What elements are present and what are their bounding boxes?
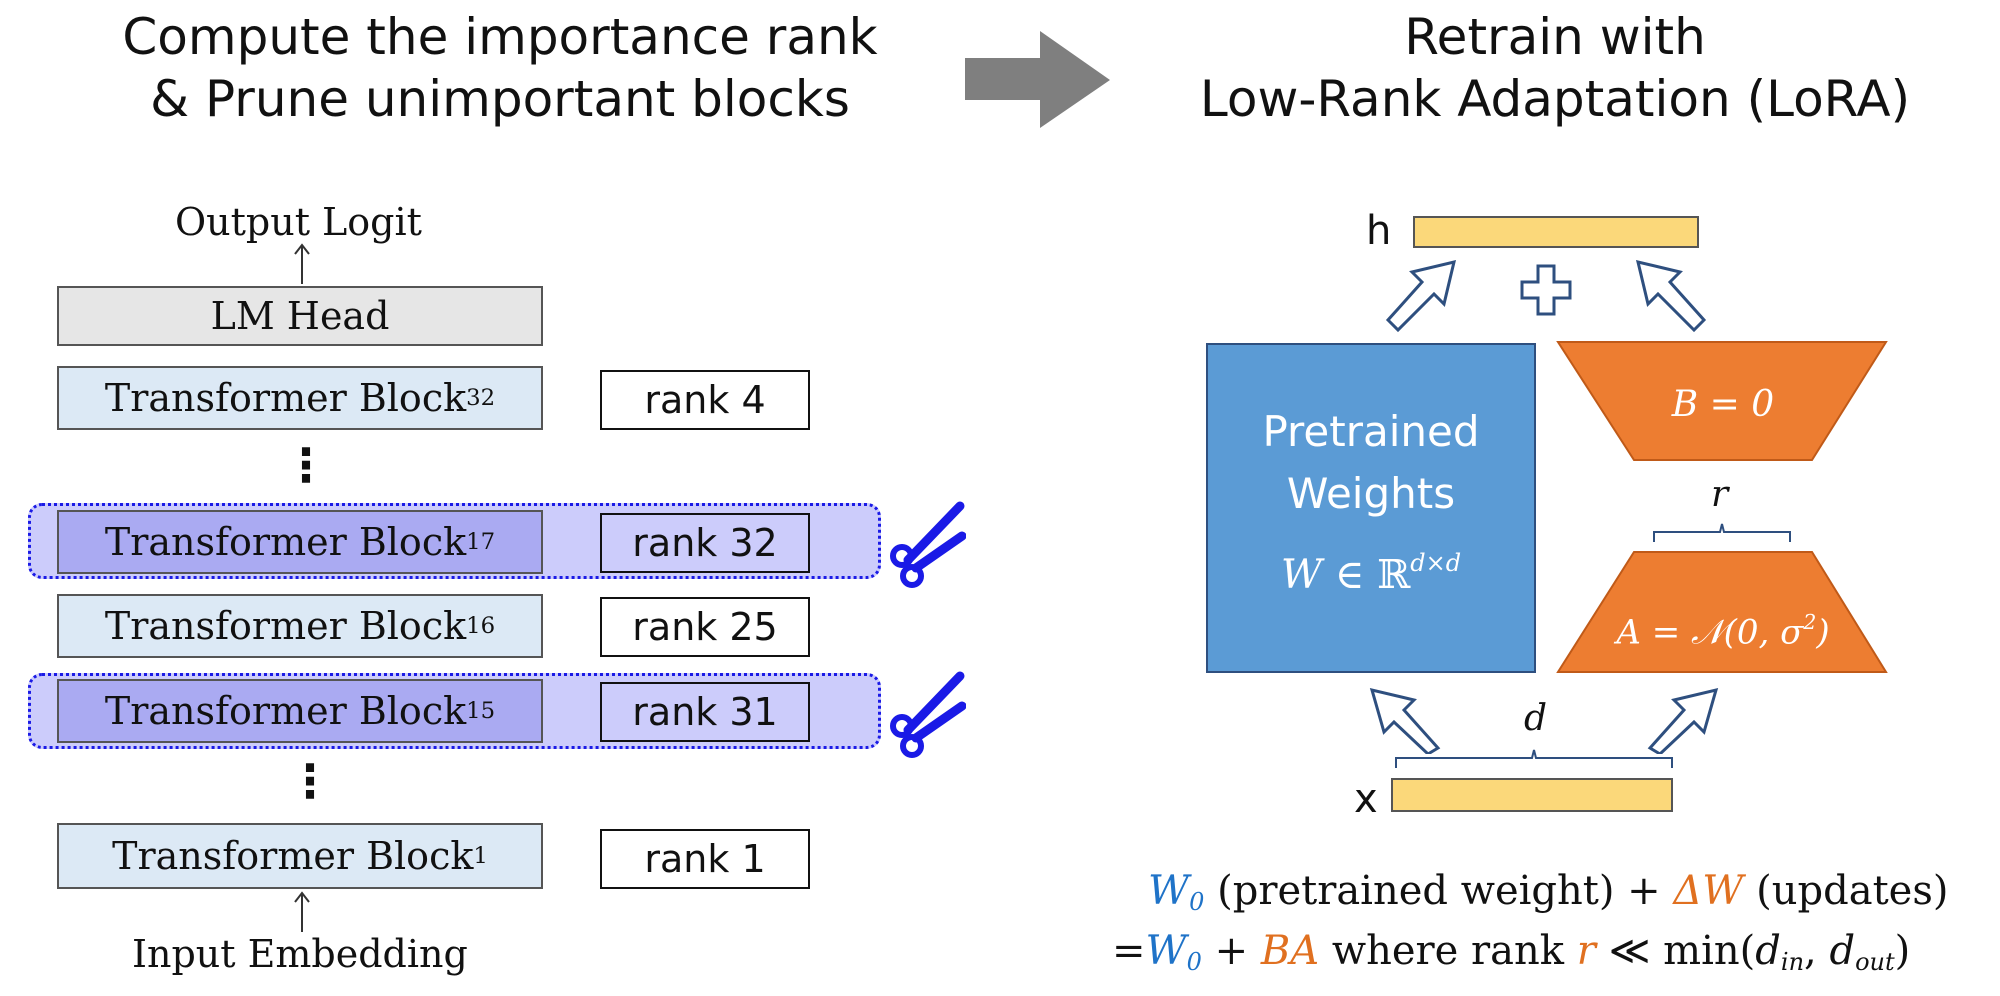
ellipsis-icon: ⋮ (283, 438, 329, 492)
block-name: Transformer Block (104, 520, 467, 564)
right-arrow-icon (965, 31, 1110, 128)
lm-head-label: LM Head (210, 294, 390, 338)
block-name: Transformer Block (104, 376, 467, 420)
d-in: in (1780, 948, 1805, 976)
w0-symbol: W (1145, 928, 1187, 974)
rank-box: rank 31 (600, 682, 810, 742)
right-title-line1: Retrain with (1404, 8, 1706, 66)
h-label: h (1366, 208, 1392, 254)
w-space: ℝ (1377, 551, 1411, 598)
lora-b-trapezoid (1556, 341, 1888, 461)
output-logit-label: Output Logit (175, 200, 422, 244)
a-label-text: A = 𝒩(0, σ (1616, 612, 1804, 653)
up-arrow-icon (294, 891, 310, 932)
d-term: d (1755, 928, 1781, 974)
input-embedding-label: Input Embedding (132, 932, 468, 976)
x-label: x (1354, 776, 1378, 822)
where-text: where rank (1331, 928, 1565, 974)
rank-box: rank 4 (600, 370, 810, 430)
block-index: 17 (466, 529, 496, 555)
ll-min: ≪ min( (1608, 928, 1756, 974)
rank-box: rank 32 (600, 513, 810, 573)
lora-arrows (1385, 259, 1707, 333)
up-left-arrow-icon (1369, 687, 1441, 754)
left-title-line1: Compute the importance rank (122, 8, 878, 66)
d-label: d (1524, 698, 1548, 739)
ellipsis-icon: ⋮ (287, 754, 333, 808)
a-label-exp: 2 (1803, 610, 1817, 634)
lm-head-block: LM Head (57, 286, 543, 346)
scissors-icon (890, 671, 966, 758)
block-name: Transformer Block (104, 689, 467, 733)
block-index: 32 (466, 385, 496, 411)
r-label: r (1711, 474, 1729, 515)
eq-sign: = (1112, 928, 1146, 974)
w-formula: W ∈ ℝd×d (1208, 549, 1534, 598)
d-brace (1395, 749, 1673, 768)
rank-box: rank 25 (600, 597, 810, 657)
w-symbol: W (1280, 551, 1322, 598)
right-title-line2: Low-Rank Adaptation (LoRA) (1199, 70, 1911, 128)
up-right-arrow-icon (1647, 687, 1719, 754)
pretrained-label-line2: Weights (1286, 469, 1456, 518)
block-index: 15 (466, 698, 496, 724)
right-title: Retrain with Low-Rank Adaptation (LoRA) (1145, 6, 1965, 130)
up-arrow-icon (294, 243, 310, 284)
w-in: ∈ (1334, 551, 1365, 598)
up-left-arrow-icon (1635, 259, 1707, 333)
block-index: 1 (473, 843, 488, 869)
plus-icon (1520, 264, 1572, 316)
rank-box: rank 1 (600, 829, 810, 889)
r-term: r (1576, 928, 1596, 974)
block-name: Transformer Block (112, 834, 474, 878)
pretrained-label-line1: Pretrained (1262, 407, 1480, 456)
scissors-icon (890, 501, 966, 588)
left-title-line2: & Prune unimportant blocks (150, 70, 850, 128)
block-name: Transformer Block (104, 604, 467, 648)
w-dims: d×d (1410, 549, 1462, 577)
formula-line1: W0 (pretrained weight) + ΔW (updates) (1148, 868, 1948, 916)
block-index: 16 (466, 613, 496, 639)
lora-a-trapezoid (1556, 551, 1888, 673)
updates-text: (updates) (1756, 868, 1949, 914)
input-arrows (1369, 687, 1719, 754)
delta-w: ΔW (1673, 868, 1744, 914)
formula-line2: =W0 + BA where rank r ≪ min(din, dout) (1112, 928, 1910, 976)
up-right-arrow-icon (1385, 259, 1457, 333)
pretrained-weights-block: Pretrained Weights W ∈ ℝd×d (1206, 343, 1536, 673)
plus-sign: + (1214, 928, 1249, 974)
x-input-bar (1391, 778, 1673, 812)
w0-sub: 0 (1189, 888, 1205, 916)
left-title: Compute the importance rank & Prune unim… (70, 6, 930, 130)
w0-symbol: W (1148, 868, 1190, 914)
h-output-bar (1413, 216, 1699, 248)
r-brace (1653, 523, 1791, 542)
b-label: B = 0 (1671, 384, 1775, 425)
ba-term: BA (1260, 928, 1320, 974)
comma: , (1804, 928, 1817, 974)
a-label-close: ) (1816, 612, 1830, 653)
w0-sub: 0 (1186, 948, 1202, 976)
a-label: A = 𝒩(0, σ2) (1556, 610, 1890, 652)
d-term: d (1829, 928, 1856, 974)
close-paren: ) (1894, 928, 1911, 974)
d-out: out (1855, 948, 1895, 976)
pretrained-text: (pretrained weight) + (1217, 868, 1661, 914)
